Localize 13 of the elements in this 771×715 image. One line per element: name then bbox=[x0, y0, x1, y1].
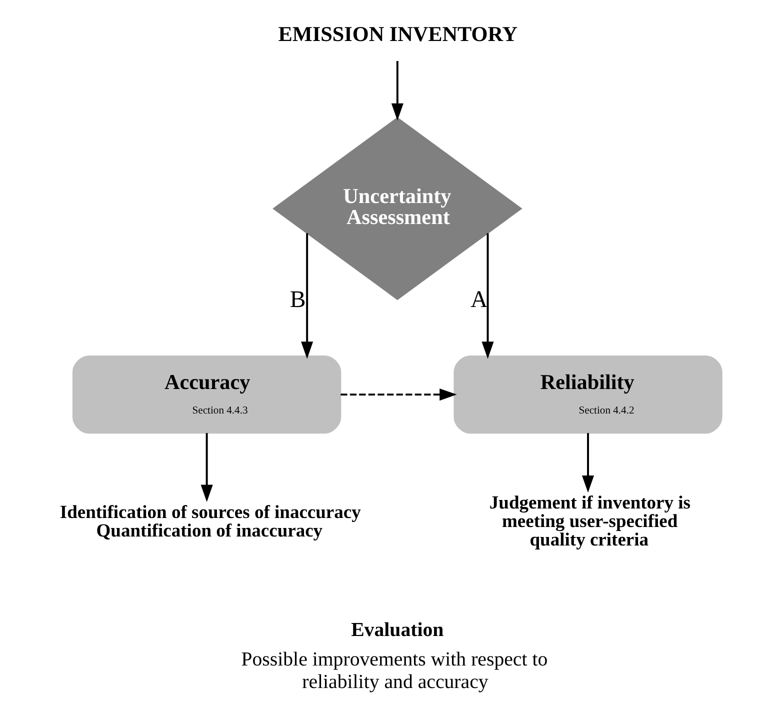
node-text: EMISSION INVENTORY bbox=[278, 22, 518, 46]
arrow bbox=[301, 233, 314, 359]
label: Evaluation bbox=[351, 619, 444, 642]
node-text: Judgement if inventory is meeting user-specified quality criteria bbox=[489, 492, 691, 551]
node-box: Accuracy Section 4.4.3 bbox=[72, 356, 342, 434]
arrow bbox=[340, 388, 457, 401]
arrow bbox=[200, 433, 213, 502]
node-text: Identification of sources of inaccuracy Quantification of inaccuracy bbox=[60, 502, 361, 542]
label: Possible improvements with respect to reliability and accuracy bbox=[241, 648, 548, 693]
arrow bbox=[391, 61, 404, 121]
arrow bbox=[582, 433, 594, 493]
node-box: Reliability Section 4.4.2 bbox=[454, 356, 722, 434]
arrow bbox=[482, 233, 494, 359]
